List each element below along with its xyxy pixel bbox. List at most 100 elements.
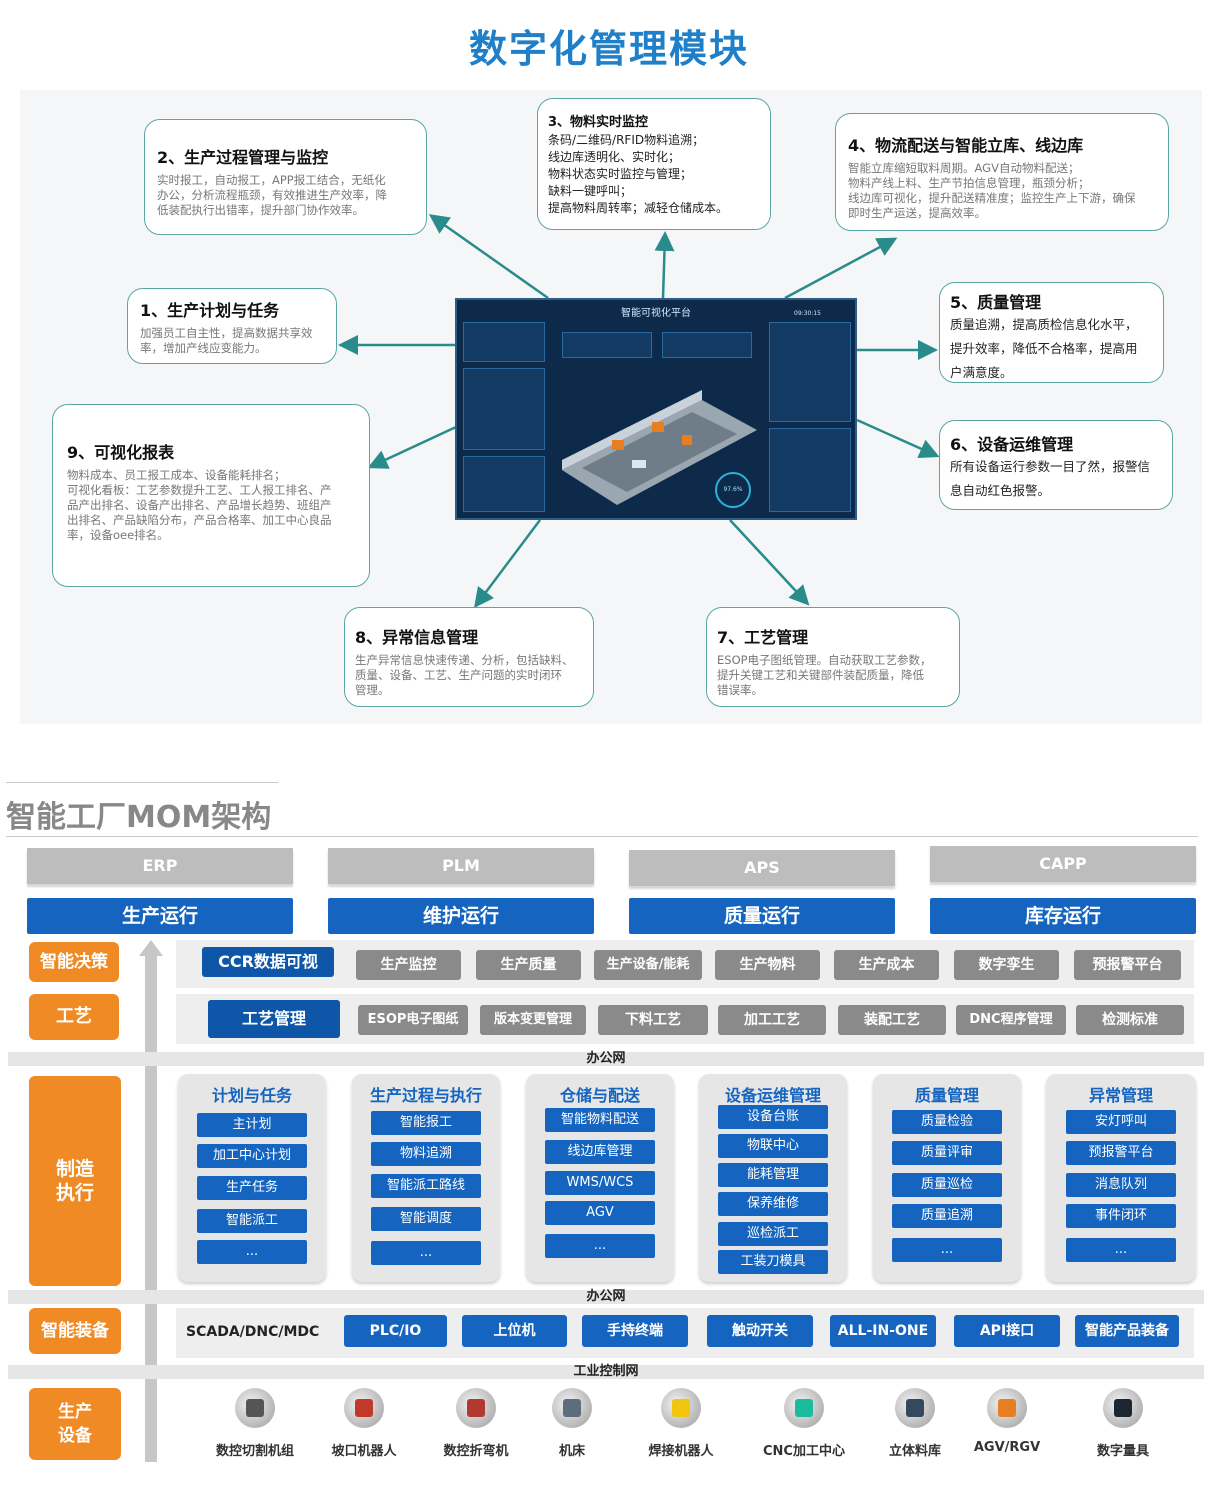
layer-process: 工艺 <box>29 994 119 1040</box>
module-card-planning: 1、生产计划与任务 加强员工自主性，提高数据共享效率，增加产线应变能力。 <box>127 288 337 364</box>
equipment-item: API接口 <box>954 1315 1060 1347</box>
module-card-process-monitoring: 2、生产过程管理与监控 实时报工，自动报工，APP报工结合，无纸化办公，分析流程… <box>144 119 427 235</box>
decision-item: CCR数据可视 <box>202 947 334 977</box>
group-item: 智能调度 <box>371 1207 481 1231</box>
group-item: ... <box>892 1238 1002 1262</box>
group-item: 智能派工 <box>197 1209 307 1233</box>
device-item: 坡口机器人 <box>309 1388 419 1459</box>
process-item: ESOP电子图纸 <box>358 1005 468 1035</box>
group-item: 质量巡检 <box>892 1173 1002 1197</box>
module-card-process: 7、工艺管理 ESOP电子图纸管理。自动获取工艺参数，提升关键工艺和关键部件装配… <box>706 607 960 707</box>
group-planning: 计划与任务 主计划 加工中心计划 生产任务 智能派工 ... <box>178 1074 326 1282</box>
process-item: 版本变更管理 <box>480 1005 586 1035</box>
scada-label: SCADA/DNC/MDC <box>186 1324 320 1340</box>
system-erp: ERP <box>27 848 293 884</box>
dashboard-gauge: 97.6% <box>715 472 751 508</box>
bevel-robot-icon <box>344 1388 384 1428</box>
group-item: ... <box>197 1240 307 1264</box>
group-item: 工装刀模具 <box>718 1250 828 1274</box>
process-item: 装配工艺 <box>838 1005 946 1035</box>
equipment-item: 手持终端 <box>582 1315 688 1347</box>
equipment-item: PLC/IO <box>344 1315 447 1347</box>
divider <box>6 836 1198 837</box>
group-item: 消息队列 <box>1066 1173 1176 1197</box>
group-title: 设备运维管理 <box>724 1086 821 1105</box>
upward-arrow-icon <box>139 940 163 956</box>
device-item: 数控折弯机 <box>421 1388 531 1459</box>
visualization-dashboard-image: 智能可视化平台 09:30:15 97.6% <box>455 298 857 520</box>
device-item: CNC加工中心 <box>749 1388 859 1459</box>
welding-robot-icon <box>661 1388 701 1428</box>
group-item: 生产任务 <box>197 1176 307 1200</box>
decision-item: 生产设备/能耗 <box>594 950 702 980</box>
divider <box>6 782 278 783</box>
equipment-item: 触动开关 <box>707 1315 813 1347</box>
group-title: 异常管理 <box>1088 1086 1153 1105</box>
layer-production-equipment: 生产 设备 <box>29 1388 121 1460</box>
operation-maintenance: 维护运行 <box>328 898 594 934</box>
card-title: 3、物料实时监控 <box>548 115 649 130</box>
machine-tool-icon <box>552 1388 592 1428</box>
layer-decision: 智能决策 <box>29 942 119 982</box>
decision-item: 预报警平台 <box>1074 950 1181 980</box>
dashboard-time: 09:30:15 <box>794 310 821 317</box>
layer-equipment: 智能装备 <box>29 1308 121 1354</box>
process-item: 下料工艺 <box>598 1005 708 1035</box>
card-title: 9、可视化报表 <box>67 443 175 462</box>
group-item: 加工中心计划 <box>197 1144 307 1168</box>
group-title: 质量管理 <box>914 1086 979 1105</box>
network-office: 办公网 <box>8 1290 1204 1304</box>
group-item: 设备台账 <box>718 1105 828 1129</box>
equipment-item: ALL-IN-ONE <box>830 1315 936 1347</box>
group-item: 线边库管理 <box>545 1140 655 1164</box>
group-title: 仓储与配送 <box>559 1086 640 1105</box>
operation-quality: 质量运行 <box>629 898 895 934</box>
group-item: WMS/WCS <box>545 1171 655 1195</box>
card-title: 1、生产计划与任务 <box>140 301 280 320</box>
group-item: 物联中心 <box>718 1134 828 1158</box>
group-item: 质量追溯 <box>892 1204 1002 1228</box>
module-card-reports: 9、可视化报表 物料成本、员工报工成本、设备能耗排名；可视化看板：工艺参数提升工… <box>52 404 370 587</box>
operation-inventory: 库存运行 <box>930 898 1196 934</box>
group-item: ... <box>545 1234 655 1258</box>
dashboard-panel <box>769 428 851 512</box>
group-item: 预报警平台 <box>1066 1141 1176 1165</box>
dashboard-panel <box>463 368 545 450</box>
network-industrial: 工业控制网 <box>8 1365 1204 1379</box>
group-item: 智能物料配送 <box>545 1108 655 1132</box>
group-item: 质量检验 <box>892 1110 1002 1134</box>
group-item: 主计划 <box>197 1113 307 1137</box>
decision-item: 生产成本 <box>834 950 939 980</box>
system-plm: PLM <box>328 848 594 884</box>
decision-item: 生产物料 <box>715 950 820 980</box>
dashboard-panel <box>463 456 545 512</box>
group-process-execution: 生产过程与执行 智能报工 物料追溯 智能派工路线 智能调度 ... <box>352 1074 500 1282</box>
module-card-material-monitoring: 3、物料实时监控 条码/二维码/RFID物料追溯；线边库透明化、实时化；物料状态… <box>537 98 771 230</box>
group-item: 能耗管理 <box>718 1163 828 1187</box>
layer-execution: 制造 执行 <box>29 1076 121 1286</box>
decision-item: 数字孪生 <box>954 950 1059 980</box>
group-exception: 异常管理 安灯呼叫 预报警平台 消息队列 事件闭环 ... <box>1046 1074 1196 1282</box>
group-item: 质量评审 <box>892 1141 1002 1165</box>
cutting-machine-icon <box>235 1388 275 1428</box>
bending-machine-icon <box>456 1388 496 1428</box>
group-item: 事件闭环 <box>1066 1204 1176 1228</box>
group-item: ... <box>371 1241 481 1265</box>
group-title: 计划与任务 <box>211 1086 292 1105</box>
process-item: 加工工艺 <box>718 1005 826 1035</box>
operation-production: 生产运行 <box>27 898 293 934</box>
decision-item: 生产质量 <box>476 950 581 980</box>
card-title: 5、质量管理 <box>950 293 1042 312</box>
decision-item: 生产监控 <box>356 950 461 980</box>
device-item: 立体料库 <box>860 1388 970 1459</box>
process-item: 检测标准 <box>1076 1005 1184 1035</box>
module-card-logistics: 4、物流配送与智能立库、线边库 智能立库缩短取料周期。AGV自动物料配送；物料产… <box>835 113 1169 231</box>
group-item: 物料追溯 <box>371 1142 481 1166</box>
card-title: 6、设备运维管理 <box>950 435 1074 454</box>
dashboard-title: 智能可视化平台 <box>621 308 691 319</box>
digital-gauge-icon <box>1103 1388 1143 1428</box>
group-title: 生产过程与执行 <box>369 1086 482 1105</box>
module-card-quality: 5、质量管理 质量追溯，提高质检信息化水平，提升效率，降低不合格率，提高用户满意… <box>939 282 1164 383</box>
group-equipment: 设备运维管理 设备台账 物联中心 能耗管理 保养维修 巡检派工 工装刀模具 <box>699 1074 847 1282</box>
process-item: 工艺管理 <box>208 1000 340 1038</box>
